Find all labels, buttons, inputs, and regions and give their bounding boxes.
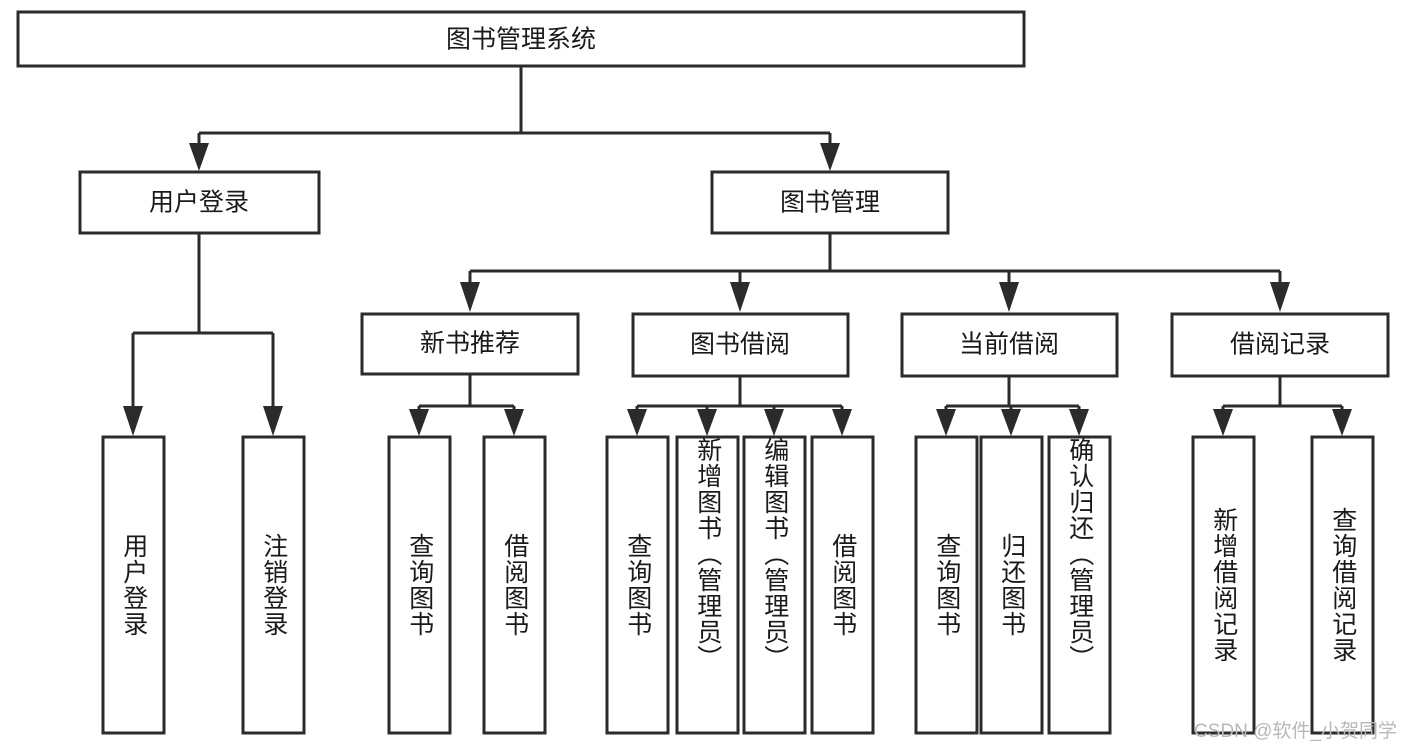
arrow-to-book-borrow	[730, 282, 750, 312]
label-borrow-record: 借阅记录	[1230, 331, 1330, 359]
arrow-to-new-book	[460, 282, 480, 312]
label-new-book-recommend: 新书推荐	[420, 330, 520, 358]
arrow-book-borrow-leaf-1	[627, 409, 647, 436]
arrow-new-book-leaf-2	[504, 409, 524, 436]
node-current-borrow[interactable]	[900, 312, 1119, 378]
node-leaf-add-book-admin[interactable]	[675, 435, 740, 735]
label-book-management: 图书管理	[780, 189, 880, 217]
node-leaf-borrow-book[interactable]	[810, 435, 875, 735]
node-leaf-query-book-recommend[interactable]	[387, 435, 452, 735]
node-user-login[interactable]	[78, 170, 321, 235]
node-book-borrow[interactable]	[631, 312, 850, 378]
node-leaf-query-borrow-record[interactable]	[1310, 435, 1375, 735]
arrow-to-borrow-record	[1270, 282, 1290, 312]
node-leaf-confirm-return-admin[interactable]	[1047, 435, 1112, 735]
arrow-borrow-record-leaf-1	[1213, 409, 1233, 436]
arrow-borrow-record-leaf-2	[1332, 409, 1352, 436]
arrow-book-borrow-leaf-4	[832, 409, 852, 436]
label-current-borrow: 当前借阅	[959, 331, 1059, 359]
arrow-to-leaf-user-login	[123, 406, 143, 436]
node-root-system[interactable]	[16, 10, 1026, 68]
arrow-to-user-login	[189, 143, 209, 171]
label-root-system: 图书管理系统	[446, 26, 596, 54]
arrow-current-borrow-leaf-3	[1069, 409, 1089, 436]
node-book-management[interactable]	[710, 170, 950, 235]
node-new-book-recommend[interactable]	[360, 312, 580, 376]
node-leaf-query-book-borrow[interactable]	[605, 435, 670, 735]
arrow-to-book-mgmt	[820, 143, 840, 171]
node-leaf-return-book[interactable]	[979, 435, 1044, 735]
node-leaf-edit-book-admin[interactable]	[742, 435, 807, 735]
node-leaf-user-login[interactable]	[101, 435, 166, 735]
node-leaf-borrow-book-recommend[interactable]	[482, 435, 547, 735]
arrow-to-leaf-logout	[263, 406, 283, 436]
arrow-new-book-leaf-1	[409, 409, 429, 436]
arrow-current-borrow-leaf-2	[1001, 409, 1021, 436]
arrow-book-borrow-leaf-2	[697, 409, 717, 436]
arrow-book-borrow-leaf-3	[764, 409, 784, 436]
label-book-borrow: 图书借阅	[690, 331, 790, 359]
node-leaf-add-borrow-record[interactable]	[1191, 435, 1256, 735]
arrow-current-borrow-leaf-1	[936, 409, 956, 436]
node-borrow-record[interactable]	[1170, 312, 1390, 378]
watermark-label: CSDN @软件_小贺同学	[1194, 721, 1397, 742]
label-user-login: 用户登录	[149, 189, 249, 217]
node-leaf-logout[interactable]	[241, 435, 306, 735]
arrow-to-current-borrow	[999, 282, 1019, 312]
node-leaf-query-book-current[interactable]	[914, 435, 979, 735]
